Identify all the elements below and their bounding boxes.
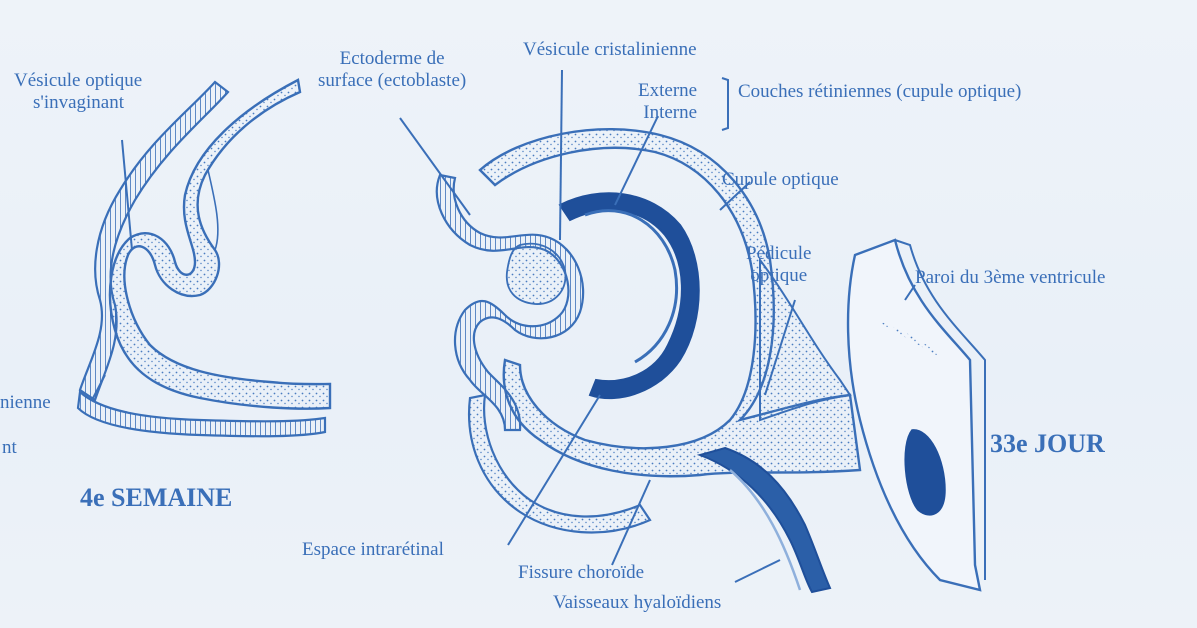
- label-optic-cup: Cupule optique: [722, 170, 839, 190]
- label-choroid-fissure: Fissure choroïde: [518, 563, 644, 583]
- label-surface-ectoderm: Ectoderme de surface (ectoblaste): [318, 48, 466, 92]
- week4-optic-vesicle: [110, 80, 330, 409]
- label-optic-vesicle-invaginating: Vésicule optique s'invaginant: [14, 70, 142, 114]
- label-third-ventricle-wall: Paroi du 3ème ventricule: [915, 268, 1105, 288]
- day33-third-ventricle-wall: [848, 240, 980, 590]
- label-intraretinal-space: Espace intrarétinal: [302, 540, 444, 560]
- label-cropped-fragment: nt: [2, 438, 17, 458]
- label-hyaloid-vessels: Vaisseaux hyaloïdiens: [553, 593, 721, 613]
- label-lens-vesicle: Vésicule cristalinienne: [523, 40, 697, 60]
- stage-label-week4: 4e SEMAINE: [80, 484, 232, 512]
- label-optic-stalk: Pédicule optique: [746, 243, 811, 287]
- label-cropped-retinal: nienne: [0, 393, 51, 413]
- label-external-internal: Externe Interne: [638, 80, 697, 124]
- label-retinal-layers: Couches rétiniennes (cupule optique): [738, 82, 1021, 102]
- week4-section: [78, 80, 330, 436]
- day33-section: [437, 129, 985, 592]
- stage-label-day33: 33e JOUR: [990, 430, 1105, 458]
